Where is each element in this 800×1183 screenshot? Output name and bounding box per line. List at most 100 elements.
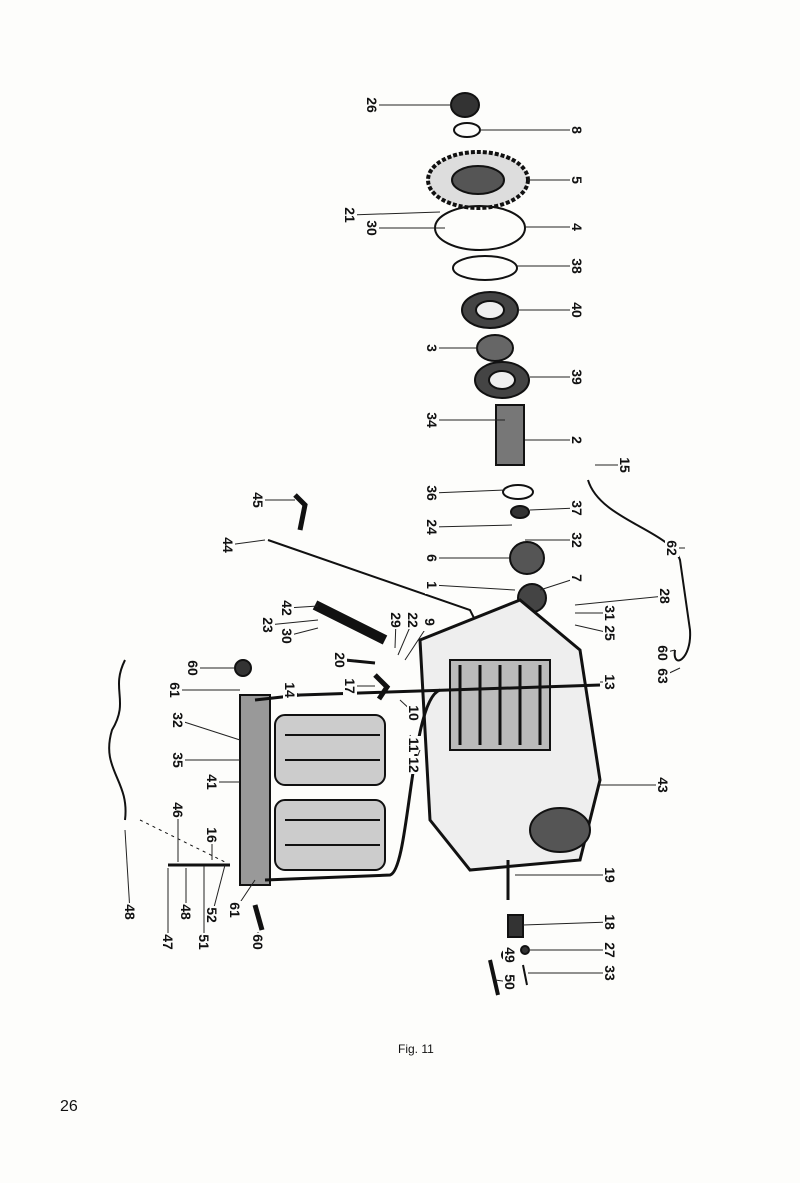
callout-background	[570, 121, 584, 139]
part-number-label: 28	[657, 588, 673, 604]
callout-background	[280, 599, 294, 617]
part-number-label: 40	[569, 302, 585, 318]
part-number-label: 61	[227, 902, 243, 918]
part-number-label: 5	[569, 176, 585, 184]
callout-background	[570, 531, 584, 549]
callout-background	[343, 677, 357, 695]
part-number-label: 48	[122, 904, 138, 920]
callout-background	[171, 801, 185, 819]
part-number-label: 10	[406, 705, 422, 721]
callout-background	[503, 946, 517, 964]
callout-leader-line	[431, 489, 506, 494]
part-number-label: 51	[196, 934, 212, 950]
callout-background	[407, 704, 421, 722]
callout-background	[603, 964, 617, 982]
part-number-label: 23	[260, 617, 276, 633]
callout-background	[365, 219, 379, 237]
callout-background	[406, 611, 420, 629]
callout-leader-line	[431, 584, 516, 591]
part-number-label: 18	[602, 914, 618, 930]
part-number-label: 20	[332, 652, 348, 668]
shaft-part	[495, 404, 525, 466]
callout-background	[205, 906, 219, 924]
part-number-label: 41	[204, 774, 220, 790]
part-number-label: 4	[569, 223, 585, 231]
part-number-label: 49	[502, 947, 518, 963]
callout-background	[261, 616, 275, 634]
callout-background	[425, 518, 439, 536]
callout-background	[251, 933, 265, 951]
part-number-label: 34	[424, 412, 440, 428]
callout-background	[603, 941, 617, 959]
bushing-part	[476, 334, 514, 362]
part-number-label: 12	[406, 757, 422, 773]
callout-background	[365, 96, 379, 114]
callout-background	[283, 681, 297, 699]
callout-background	[570, 218, 584, 236]
callout-background	[425, 576, 439, 594]
part-number-label: 42	[279, 600, 295, 616]
part-number-label: 2	[569, 436, 585, 444]
filter-head	[239, 694, 271, 886]
callout-background	[656, 667, 670, 685]
part-number-label: 19	[602, 867, 618, 883]
part-number-label: 15	[617, 457, 633, 473]
part-number-label: 50	[502, 974, 518, 990]
callout-background	[407, 736, 421, 754]
callout-leader-line	[124, 829, 131, 913]
figure-caption: Fig. 11	[398, 1042, 434, 1056]
injector-part	[312, 600, 388, 645]
callout-leader-line	[574, 595, 666, 606]
callout-background	[221, 536, 235, 554]
parts-drawing	[108, 92, 692, 996]
part-number-label: 8	[569, 126, 585, 134]
callout-background	[425, 411, 439, 429]
part-number-label: 36	[424, 485, 440, 501]
part-number-label: 7	[569, 574, 585, 582]
callout-background	[280, 627, 294, 645]
part-number-label: 39	[569, 369, 585, 385]
part-number-label: 21	[342, 207, 358, 223]
callout-background	[423, 613, 437, 631]
part-number-label: 60	[655, 645, 671, 661]
plate-part	[434, 205, 526, 251]
part-number-label: 32	[569, 532, 585, 548]
page-number: 26	[60, 1098, 78, 1115]
callout-leader-line	[177, 719, 241, 741]
washer-part	[453, 122, 481, 138]
part-number-label: 14	[282, 682, 298, 698]
part-number-label: 25	[602, 625, 618, 641]
part-number-label: 63	[655, 668, 671, 684]
part-number-label: 6	[424, 554, 440, 562]
filter-bowl-2	[274, 799, 386, 871]
callout-leader-line	[529, 507, 578, 511]
part-number-label: 33	[602, 965, 618, 981]
callout-background	[570, 569, 584, 587]
part-number-label: 38	[569, 258, 585, 274]
callout-background	[570, 499, 584, 517]
callout-background	[407, 756, 421, 774]
nut-part	[450, 92, 480, 118]
callout-background	[603, 866, 617, 884]
part-number-label: 30	[279, 628, 295, 644]
part-number-label: 37	[569, 500, 585, 516]
callout-background	[656, 776, 670, 794]
callout-background	[658, 587, 672, 605]
part-number-label: 29	[388, 612, 404, 628]
callout-background	[665, 539, 679, 557]
callout-background	[168, 681, 182, 699]
part-number-label: 3	[424, 344, 440, 352]
part-number-label: 17	[342, 678, 358, 694]
callout-leader-line	[267, 619, 319, 626]
part-number-label: 35	[170, 752, 186, 768]
part-number-label: 24	[424, 519, 440, 535]
callout-background	[123, 903, 137, 921]
callout-background	[161, 933, 175, 951]
filter-bowl	[274, 714, 386, 786]
part-number-label: 48	[178, 904, 194, 920]
callout-background	[186, 659, 200, 677]
callout-background	[205, 826, 219, 844]
callout-background	[603, 913, 617, 931]
callout-background	[656, 644, 670, 662]
